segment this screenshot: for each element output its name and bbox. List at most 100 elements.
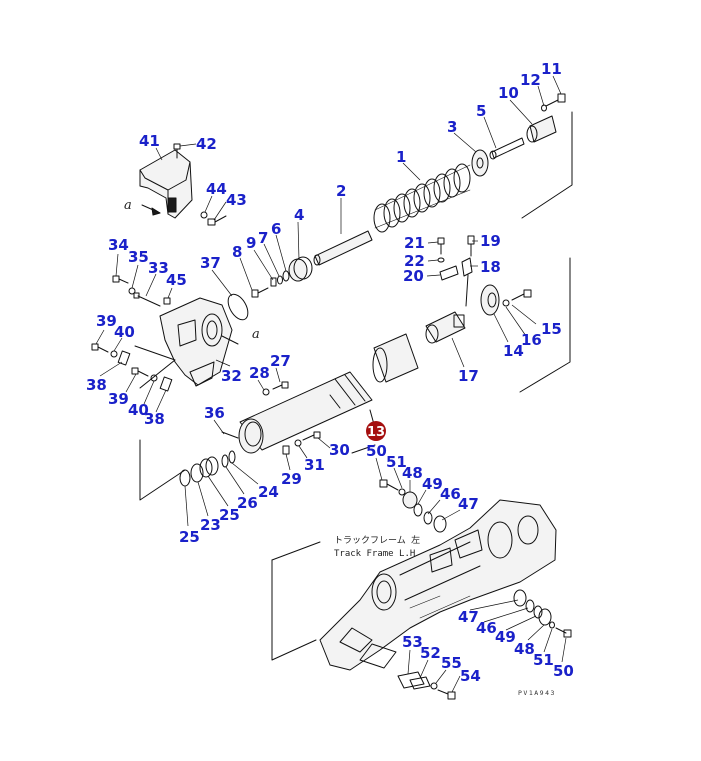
- leader-31: [298, 445, 308, 459]
- part-50-bolt-lower: [555, 627, 572, 638]
- part-35-washer: [128, 287, 136, 295]
- part-5-rod: [489, 137, 525, 160]
- callout-42: 42: [196, 135, 217, 153]
- part-7-washer: [277, 275, 283, 285]
- part-40-washer-upper: [110, 350, 118, 358]
- leader-51a: [393, 467, 403, 489]
- part-54-bolt: [437, 689, 456, 700]
- leader-5: [483, 116, 497, 149]
- leader-30: [317, 437, 331, 449]
- part-13-marker: 13: [366, 421, 386, 441]
- part-6-ring: [282, 270, 290, 282]
- leader-39a: [95, 329, 105, 345]
- leader-32: [215, 359, 231, 367]
- track-frame: [319, 499, 557, 671]
- callout-40b: 40: [128, 401, 149, 419]
- callout-43: 43: [226, 191, 247, 209]
- leader-6: [275, 234, 287, 272]
- leader-25b: [207, 475, 229, 507]
- leader-52: [419, 659, 429, 679]
- leader-44: [204, 195, 213, 213]
- callout-9: 9: [246, 234, 256, 252]
- callout-51b: 51: [533, 651, 554, 669]
- part-32-yoke: [159, 297, 239, 387]
- callout-47a: 47: [458, 495, 479, 513]
- callout-45: 45: [166, 271, 187, 289]
- part-25-packing-upper: [199, 456, 219, 478]
- leader-46a: [427, 499, 441, 515]
- leader-27: [275, 367, 281, 383]
- callout-14: 14: [503, 342, 524, 360]
- callout-46a: 46: [440, 485, 461, 503]
- part-37-o-ring: [227, 293, 249, 321]
- part-25-packing-lower: [179, 469, 191, 487]
- callout-31: 31: [304, 456, 325, 474]
- callout-25b: 25: [219, 506, 240, 524]
- part-2-shaft: [313, 230, 373, 266]
- part-14-flange: [480, 284, 500, 316]
- drawing-code: PV1A943: [518, 689, 556, 697]
- leader-40a: [113, 337, 123, 352]
- leader-33: [145, 273, 157, 297]
- part-20-plate: [439, 265, 459, 281]
- leader-41: [155, 147, 163, 161]
- callout-labels: 1 2 3 4 5 6 7 8 9 10 11 12 14 15 16 17 1…: [86, 60, 574, 685]
- leader-49a: [417, 489, 427, 505]
- leader-43: [213, 201, 227, 221]
- leader-lines: [95, 75, 567, 693]
- callout-22: 22: [404, 252, 425, 270]
- part-46-seal-lower: [525, 599, 535, 613]
- leader-25a: [184, 485, 189, 527]
- track-frame-note: トラックフレーム 左 Track Frame L.H: [334, 534, 420, 559]
- callout-15: 15: [541, 320, 562, 338]
- callout-1: 1: [396, 148, 406, 166]
- part-18-fitting: [461, 257, 473, 307]
- leader-23: [197, 481, 209, 517]
- part-39-bolt-lower: [131, 367, 149, 377]
- leader-1: [402, 162, 421, 181]
- callout-8: 8: [232, 243, 242, 261]
- leader-12: [537, 85, 545, 107]
- callout-24: 24: [258, 483, 279, 501]
- callout-49a: 49: [422, 475, 443, 493]
- callout-25a: 25: [179, 528, 200, 546]
- leader-39b: [125, 373, 137, 393]
- callout-50a: 50: [366, 442, 387, 460]
- callout-39b: 39: [108, 390, 129, 408]
- leader-36: [213, 419, 225, 435]
- callout-5: 5: [476, 102, 486, 120]
- callout-51a: 51: [386, 453, 407, 471]
- callout-33: 33: [148, 259, 169, 277]
- part-50-bolt-upper: [379, 479, 399, 491]
- leader-40b: [143, 380, 155, 405]
- leader-47a: [441, 509, 461, 521]
- part-31-washer: [294, 439, 302, 447]
- part-24-ring: [228, 450, 236, 464]
- part-49-shim-lower: [533, 605, 543, 619]
- part-13-cylinder: [238, 371, 373, 454]
- part-17-valve: [425, 311, 466, 344]
- part-44-washer: [200, 211, 208, 219]
- leader-17: [451, 337, 465, 368]
- callout-3: 3: [447, 118, 457, 136]
- callout-28: 28: [249, 364, 270, 382]
- callout-48b: 48: [514, 640, 535, 658]
- callout-26: 26: [237, 494, 258, 512]
- leader-4: [297, 221, 300, 261]
- marker-circle: [366, 421, 386, 441]
- part-38-plate-lower: [159, 376, 173, 392]
- part-45-plug: [163, 297, 171, 305]
- callout-46b: 46: [476, 619, 497, 637]
- callout-52: 52: [420, 644, 441, 662]
- view-arrow-a-lower: a: [252, 327, 260, 342]
- callout-44: 44: [206, 180, 227, 198]
- part-51-washer-lower: [549, 621, 555, 629]
- piston-sleeve: [372, 333, 419, 383]
- part-9-nut: [270, 277, 277, 287]
- leader-50b: [561, 637, 567, 663]
- leader-16: [505, 306, 527, 337]
- leader-8: [239, 257, 253, 291]
- part-34-bolt: [112, 275, 129, 284]
- callout-10: 10: [498, 84, 519, 102]
